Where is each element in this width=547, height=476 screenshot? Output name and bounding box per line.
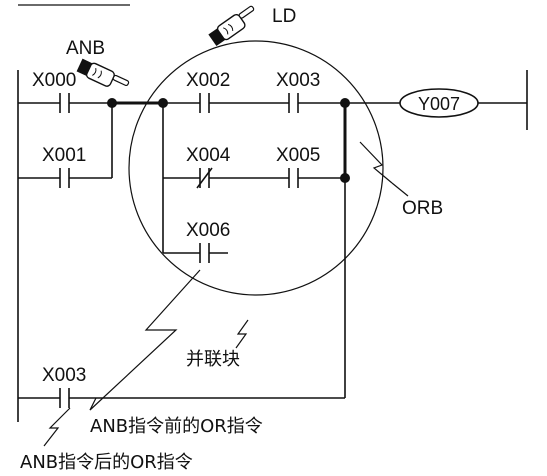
label-or-after-anb: ANB指令后的OR指令 (20, 452, 193, 473)
label-anb: ANB (66, 38, 105, 59)
hand-pointer-icon (76, 58, 130, 87)
zigzag-pointer-or-after (43, 407, 71, 447)
contact-label-x003-top: X003 (276, 70, 320, 91)
contact-x003-top (288, 93, 299, 113)
contact-label-x004: X004 (186, 145, 231, 166)
branch-x003-bottom (18, 178, 346, 408)
branch-x001 (18, 103, 113, 188)
nc-slash (196, 167, 213, 189)
label-ld: LD (272, 6, 296, 27)
contact-label-x005: X005 (276, 145, 320, 166)
coil-label-y007: Y007 (418, 94, 460, 114)
junction-dot (107, 98, 117, 108)
zigzag-pointer-orb (359, 141, 393, 184)
junction-dot (340, 173, 350, 183)
label-or-before-anb: ANB指令前的OR指令 (90, 416, 263, 437)
junction-dot (340, 98, 350, 108)
zigzag-pointer-parallel (89, 269, 201, 411)
label-orb: ORB (402, 198, 443, 219)
zigzag-pointer-block-label (235, 319, 249, 349)
parallel-block-circle (128, 40, 384, 296)
junction-dot (158, 98, 168, 108)
contact-x000 (59, 93, 70, 113)
contact-label-x002: X002 (186, 70, 230, 91)
contact-label-x001: X001 (42, 145, 86, 166)
label-parallel-block: 并联块 (186, 349, 240, 370)
parallel-block-wiring (162, 103, 347, 263)
coil-y007 (399, 88, 479, 118)
contact-label-x000: X000 (32, 70, 76, 91)
contact-label-x003-bottom: X003 (42, 365, 86, 386)
hand-pointer-icon (208, 5, 255, 47)
contact-x002 (199, 93, 210, 113)
contact-label-x006: X006 (186, 220, 230, 241)
